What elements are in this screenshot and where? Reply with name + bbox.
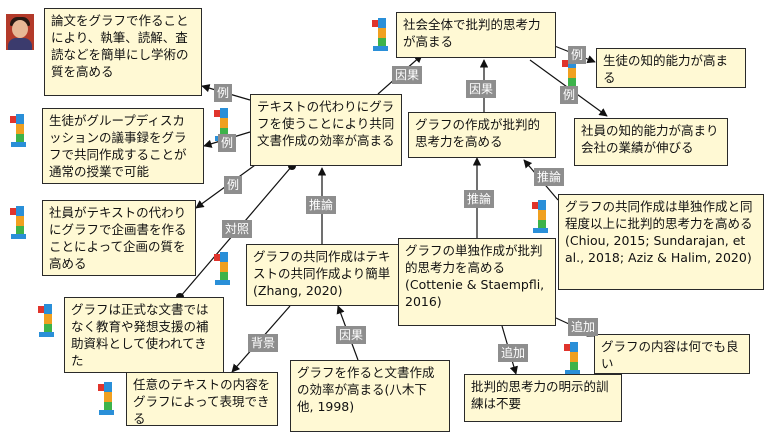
node-academic-quality[interactable]: 論文をグラフで作ることにより、執筆、読解、査読などを簡単にし学術の質を高める	[44, 8, 202, 96]
edge-label-rei: 例	[568, 46, 587, 64]
node-collab-easier-zhang[interactable]: グラフの共同作成はテキストの共同作成より簡単(Zhang, 2020)	[246, 244, 402, 306]
edge-label-tsuika: 追加	[568, 318, 599, 336]
edge-label-haikei: 背景	[248, 334, 279, 352]
edge-label-rei: 例	[560, 86, 579, 104]
number-one-icon	[38, 304, 54, 337]
number-one-icon	[10, 114, 26, 147]
edge-label-rei: 例	[218, 134, 237, 152]
node-represent-text[interactable]: 任意のテキストの内容をグラフによって表現できる	[126, 372, 278, 426]
edge-label-inga: 因果	[466, 80, 497, 98]
node-collab-critical-refs[interactable]: グラフの共同作成は単独作成と同程度以上に批判的思考力を高める(Chiou, 20…	[558, 194, 764, 290]
edge-label-suiron: 推論	[464, 190, 495, 208]
node-collab-doc-efficiency[interactable]: テキストの代わりにグラフを使うことにより共同文書作成の効率が高まる	[250, 94, 402, 166]
edge-label-rei: 例	[224, 176, 243, 194]
number-one-icon	[372, 18, 388, 51]
edge-label-suiron: 推論	[306, 196, 337, 214]
number-one-icon	[532, 200, 548, 233]
edge-label-inga: 因果	[336, 326, 367, 344]
node-efficiency-yagishita[interactable]: グラフを作ると文書作成の効率が高まる(八木下他, 1998)	[290, 360, 450, 432]
node-solo-critical-cottenie[interactable]: グラフの単独作成が批判的思考力を高める(Cottenie & Staempfli…	[398, 238, 556, 326]
edge-label-tsuika: 追加	[498, 344, 529, 362]
node-student-intellect[interactable]: 生徒の知的能力が高まる	[596, 48, 746, 88]
node-no-explicit-training[interactable]: 批判的思考力の明示的訓練は不要	[464, 374, 622, 422]
edge-label-suiron: 推論	[534, 168, 565, 186]
node-society-critical-thinking[interactable]: 社会全体で批判的思考力が高まる	[396, 12, 556, 58]
number-one-icon	[98, 382, 114, 415]
node-graph-auxiliary[interactable]: グラフは正式な文書ではなく教育や発想支援の補助資料として使われてきた	[64, 297, 224, 373]
node-graph-creation-critical[interactable]: グラフの作成が批判的思考力を高める	[408, 112, 556, 158]
author-avatar	[6, 14, 34, 50]
edge-label-taisho: 対照	[222, 220, 253, 238]
node-any-content[interactable]: グラフの内容は何でも良い	[594, 334, 750, 374]
node-employee-intellect[interactable]: 社員の知的能力が高まり会社の業績が伸びる	[574, 118, 728, 166]
number-one-icon	[564, 342, 580, 375]
node-employee-plans[interactable]: 社員がテキストの代わりにグラフで企画書を作ることによって企画の質を高める	[42, 200, 196, 276]
number-one-icon	[214, 252, 230, 285]
number-one-icon	[10, 206, 26, 239]
node-student-minutes[interactable]: 生徒がグループディスカッションの議事録をグラフで共同作成することが通常の授業で可…	[42, 108, 204, 184]
edge-label-rei: 例	[214, 84, 233, 102]
edge-label-inga: 因果	[392, 66, 423, 84]
